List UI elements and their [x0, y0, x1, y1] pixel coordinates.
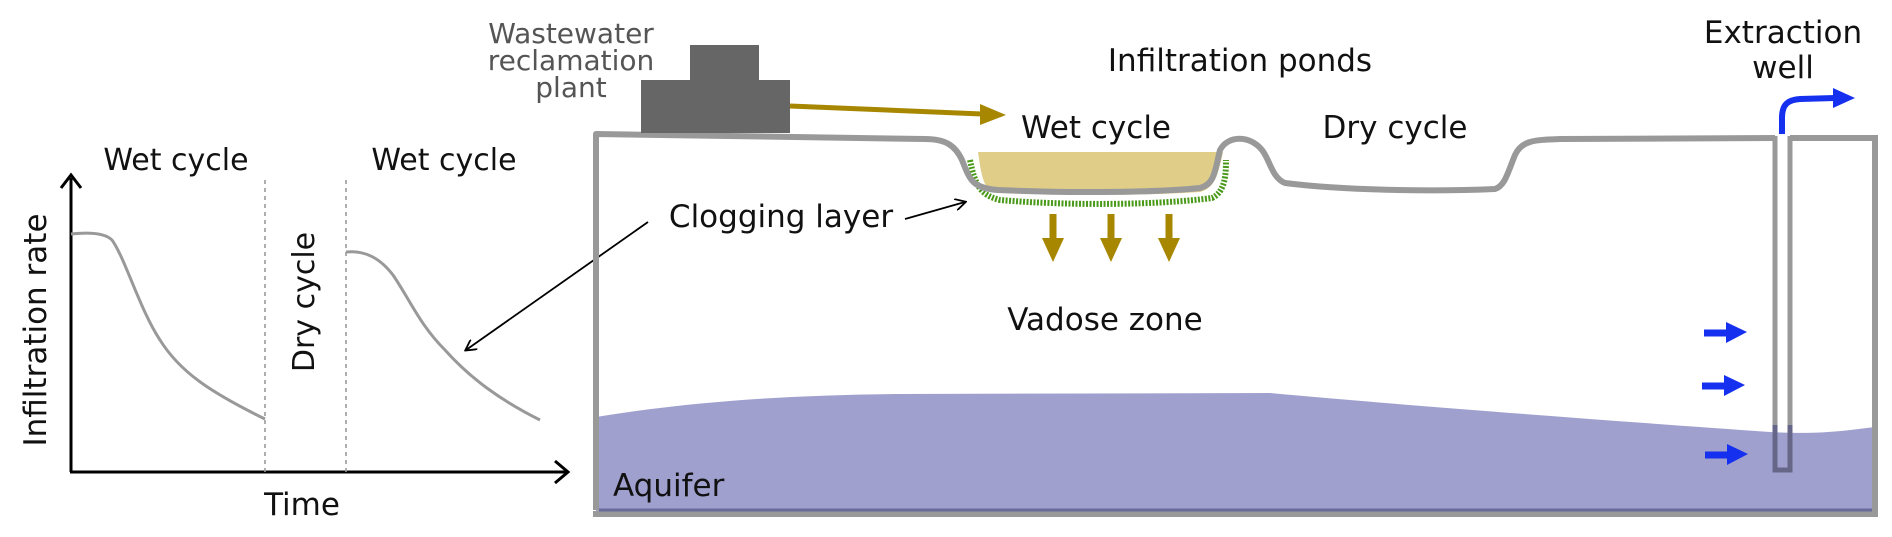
x-axis-arrowhead-icon [554, 459, 571, 485]
aquifer-water [596, 393, 1875, 514]
clogging-layer [967, 159, 1229, 207]
right-arrow-icon [1727, 444, 1748, 465]
clogging-layer-label: Clogging layer [669, 199, 893, 235]
infiltration-rate-graph: Wet cycle Wet cycle Dry cycle Infiltrati… [18, 143, 571, 523]
down-arrow-icon [1042, 238, 1064, 262]
clogging-layer-pointer [904, 202, 965, 220]
infiltration-ponds-title: Infiltration ponds [1108, 43, 1372, 79]
wet-cycle-label-2: Wet cycle [371, 143, 516, 178]
extraction-outflow [1779, 95, 1836, 134]
plant-label-line-2: reclamation [488, 44, 655, 77]
groundwater-flow-arrows [1702, 322, 1748, 465]
infiltration-arrows [1042, 214, 1180, 262]
right-arrow-icon [1726, 322, 1747, 343]
plant-label-line-3: plant [535, 71, 606, 104]
right-arrow-icon [1724, 375, 1745, 396]
outflow-arrowhead-icon [1833, 88, 1855, 108]
y-axis-arrowhead-icon [59, 172, 83, 189]
vadose-zone-label: Vadose zone [1007, 302, 1202, 338]
pond-water [978, 152, 1223, 195]
clogging-to-graph-pointer [466, 221, 649, 350]
wastewater-plant-icon [641, 45, 790, 133]
aquifer-label: Aquifer [613, 468, 725, 504]
plant-label-line-1: Wastewater [488, 17, 654, 50]
well-submerged-part [1772, 425, 1793, 473]
ground-surface [593, 131, 1776, 510]
dry-pond-label: Dry cycle [1323, 110, 1468, 146]
down-arrow-icon [1100, 238, 1122, 262]
well-label-line-2: well [1752, 50, 1814, 86]
ground-boundary [593, 135, 1878, 517]
cross-section [593, 45, 1878, 517]
flow-line [789, 103, 983, 117]
infiltration-curve-2 [345, 250, 541, 422]
dry-cycle-label: Dry cycle [287, 232, 322, 372]
down-arrow-icon [1158, 238, 1180, 262]
infiltration-curve-1 [70, 231, 266, 421]
wet-pond-label: Wet cycle [1021, 110, 1171, 146]
extraction-well-pipe [1772, 136, 1793, 473]
flow-arrowhead-icon [980, 104, 1006, 125]
well-label-line-1: Extraction [1704, 15, 1862, 51]
x-axis-label: Time [263, 487, 340, 523]
y-axis-label: Infiltration rate [18, 213, 54, 446]
wet-cycle-label-1: Wet cycle [103, 143, 248, 178]
